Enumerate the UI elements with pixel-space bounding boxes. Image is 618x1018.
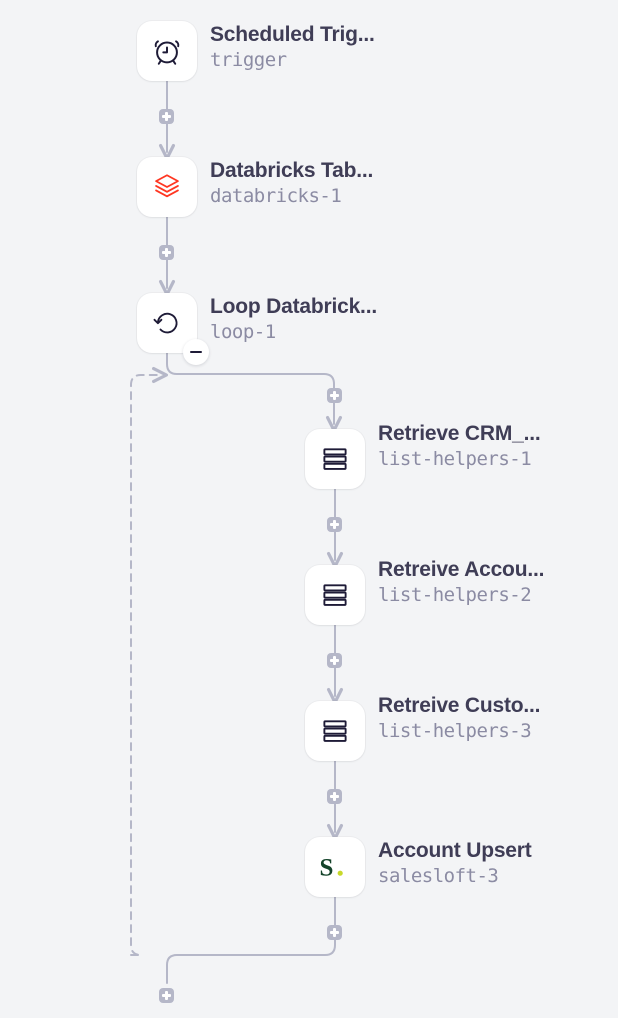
node-label: Account Upsert salesloft-3 — [378, 837, 532, 889]
node-icon-box[interactable] — [137, 157, 197, 217]
node-icon-box[interactable]: S — [305, 837, 365, 897]
node-title: Retrieve CRM_... — [378, 422, 541, 445]
add-step-after-loop[interactable] — [159, 988, 174, 1003]
workflow-node-list-helpers-1[interactable]: Retrieve CRM_... list-helpers-1 — [305, 422, 578, 489]
list-rows-icon — [323, 720, 347, 742]
list-rows-icon — [323, 584, 347, 606]
add-step-loop-first-child[interactable] — [327, 388, 342, 403]
add-step-after-salesloft[interactable] — [327, 925, 342, 940]
node-subtitle: list-helpers-3 — [378, 720, 532, 742]
workflow-node-list-helpers-2[interactable]: Retreive Accou... list-helpers-2 — [305, 558, 578, 625]
node-subtitle: salesloft-3 — [378, 865, 499, 887]
node-icon-box[interactable] — [305, 565, 365, 625]
node-label: Retrieve CRM_... list-helpers-1 — [378, 420, 578, 472]
node-label: Retreive Accou... list-helpers-2 — [378, 556, 578, 608]
loop-rotate-icon — [153, 312, 178, 334]
node-subtitle: list-helpers-2 — [378, 584, 532, 606]
svg-text:S: S — [320, 855, 334, 882]
node-label: Retreive Custo... list-helpers-3 — [378, 692, 578, 744]
node-subtitle: list-helpers-1 — [378, 448, 532, 470]
workflow-node-list-helpers-3[interactable]: Retreive Custo... list-helpers-3 — [305, 694, 578, 761]
minus-icon — [190, 350, 202, 354]
node-label: Scheduled Trig... trigger — [210, 21, 375, 73]
node-icon-box[interactable] — [305, 701, 365, 761]
node-title: Scheduled Trig... — [210, 23, 375, 46]
node-title: Retreive Accou... — [378, 558, 545, 581]
node-label: Loop Databrick... loop-1 — [210, 293, 377, 345]
loop-collapse-button[interactable] — [183, 339, 209, 365]
add-step-after-trigger[interactable] — [159, 109, 174, 124]
node-label: Databricks Tab... databricks-1 — [210, 157, 373, 209]
node-icon-box[interactable] — [137, 21, 197, 81]
alarm-clock-icon — [154, 40, 180, 65]
node-subtitle: databricks-1 — [210, 185, 342, 207]
list-rows-icon — [323, 448, 347, 470]
node-title: Retreive Custo... — [378, 694, 541, 717]
node-title: Account Upsert — [378, 839, 532, 862]
add-step-after-databricks[interactable] — [159, 245, 174, 260]
workflow-node-loop-1[interactable]: Loop Databrick... loop-1 — [137, 293, 377, 365]
add-step-after-list-helpers-1[interactable] — [327, 517, 342, 532]
node-subtitle: loop-1 — [210, 321, 276, 343]
add-step-after-list-helpers-2[interactable] — [327, 653, 342, 668]
node-icon-box[interactable] — [137, 293, 209, 365]
node-title: Databricks Tab... — [210, 159, 374, 182]
workflow-node-databricks-1[interactable]: Databricks Tab... databricks-1 — [137, 157, 373, 217]
workflow-node-salesloft-3[interactable]: S Account Upsert salesloft-3 — [305, 837, 532, 897]
workflow-node-trigger[interactable]: Scheduled Trig... trigger — [137, 21, 375, 81]
node-title: Loop Databrick... — [210, 295, 377, 318]
salesloft-logo-icon: S — [320, 855, 343, 882]
node-subtitle: trigger — [210, 49, 287, 71]
databricks-logo-icon — [155, 174, 179, 198]
add-step-after-list-helpers-3[interactable] — [327, 789, 342, 804]
node-icon-box[interactable] — [305, 429, 365, 489]
